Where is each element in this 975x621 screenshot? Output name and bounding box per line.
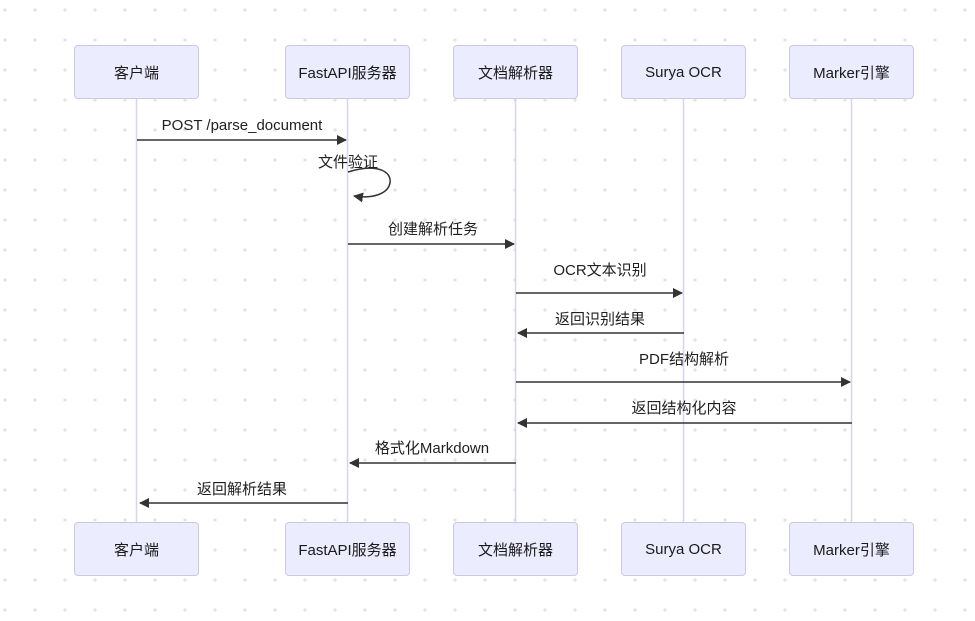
message-label-return-recognition-result: 返回识别结果 xyxy=(554,311,646,328)
actor-label: Surya OCR xyxy=(645,63,722,81)
actor-label: Marker引擎 xyxy=(813,541,890,559)
actor-bottom-surya-ocr: Surya OCR xyxy=(621,522,746,576)
message-label-file-validation: 文件验证 xyxy=(317,154,379,171)
actor-label: FastAPI服务器 xyxy=(298,541,397,559)
message-label-return-parse-result: 返回解析结果 xyxy=(196,481,288,498)
actor-label: 文档解析器 xyxy=(477,64,553,82)
message-label-return-structured-content: 返回结构化内容 xyxy=(631,400,737,417)
actor-label: 客户端 xyxy=(113,541,159,559)
actor-label: Surya OCR xyxy=(645,540,722,558)
message-label-ocr-text-recognition: OCR文本识别 xyxy=(553,262,647,279)
actor-bottom-marker-engine: Marker引擎 xyxy=(789,522,914,576)
message-label-post-parse-document: POST /parse_document xyxy=(161,117,323,134)
message-arrow-self-loop-file-validation xyxy=(347,167,391,203)
message-label-format-markdown: 格式化Markdown xyxy=(374,440,490,457)
actor-label: 文档解析器 xyxy=(477,541,553,559)
message-label-pdf-structure-parse: PDF结构解析 xyxy=(638,351,730,368)
actor-top-fastapi-server: FastAPI服务器 xyxy=(285,45,410,99)
actor-bottom-client: 客户端 xyxy=(74,522,199,576)
actor-label: FastAPI服务器 xyxy=(298,64,397,82)
message-label-create-parse-task: 创建解析任务 xyxy=(387,221,479,238)
actor-top-surya-ocr: Surya OCR xyxy=(621,45,746,99)
actor-bottom-fastapi-server: FastAPI服务器 xyxy=(285,522,410,576)
actor-top-marker-engine: Marker引擎 xyxy=(789,45,914,99)
actor-top-document-parser: 文档解析器 xyxy=(453,45,578,99)
actor-bottom-document-parser: 文档解析器 xyxy=(453,522,578,576)
actor-label: 客户端 xyxy=(113,64,159,82)
actor-top-client: 客户端 xyxy=(74,45,199,99)
actor-label: Marker引擎 xyxy=(813,64,890,82)
